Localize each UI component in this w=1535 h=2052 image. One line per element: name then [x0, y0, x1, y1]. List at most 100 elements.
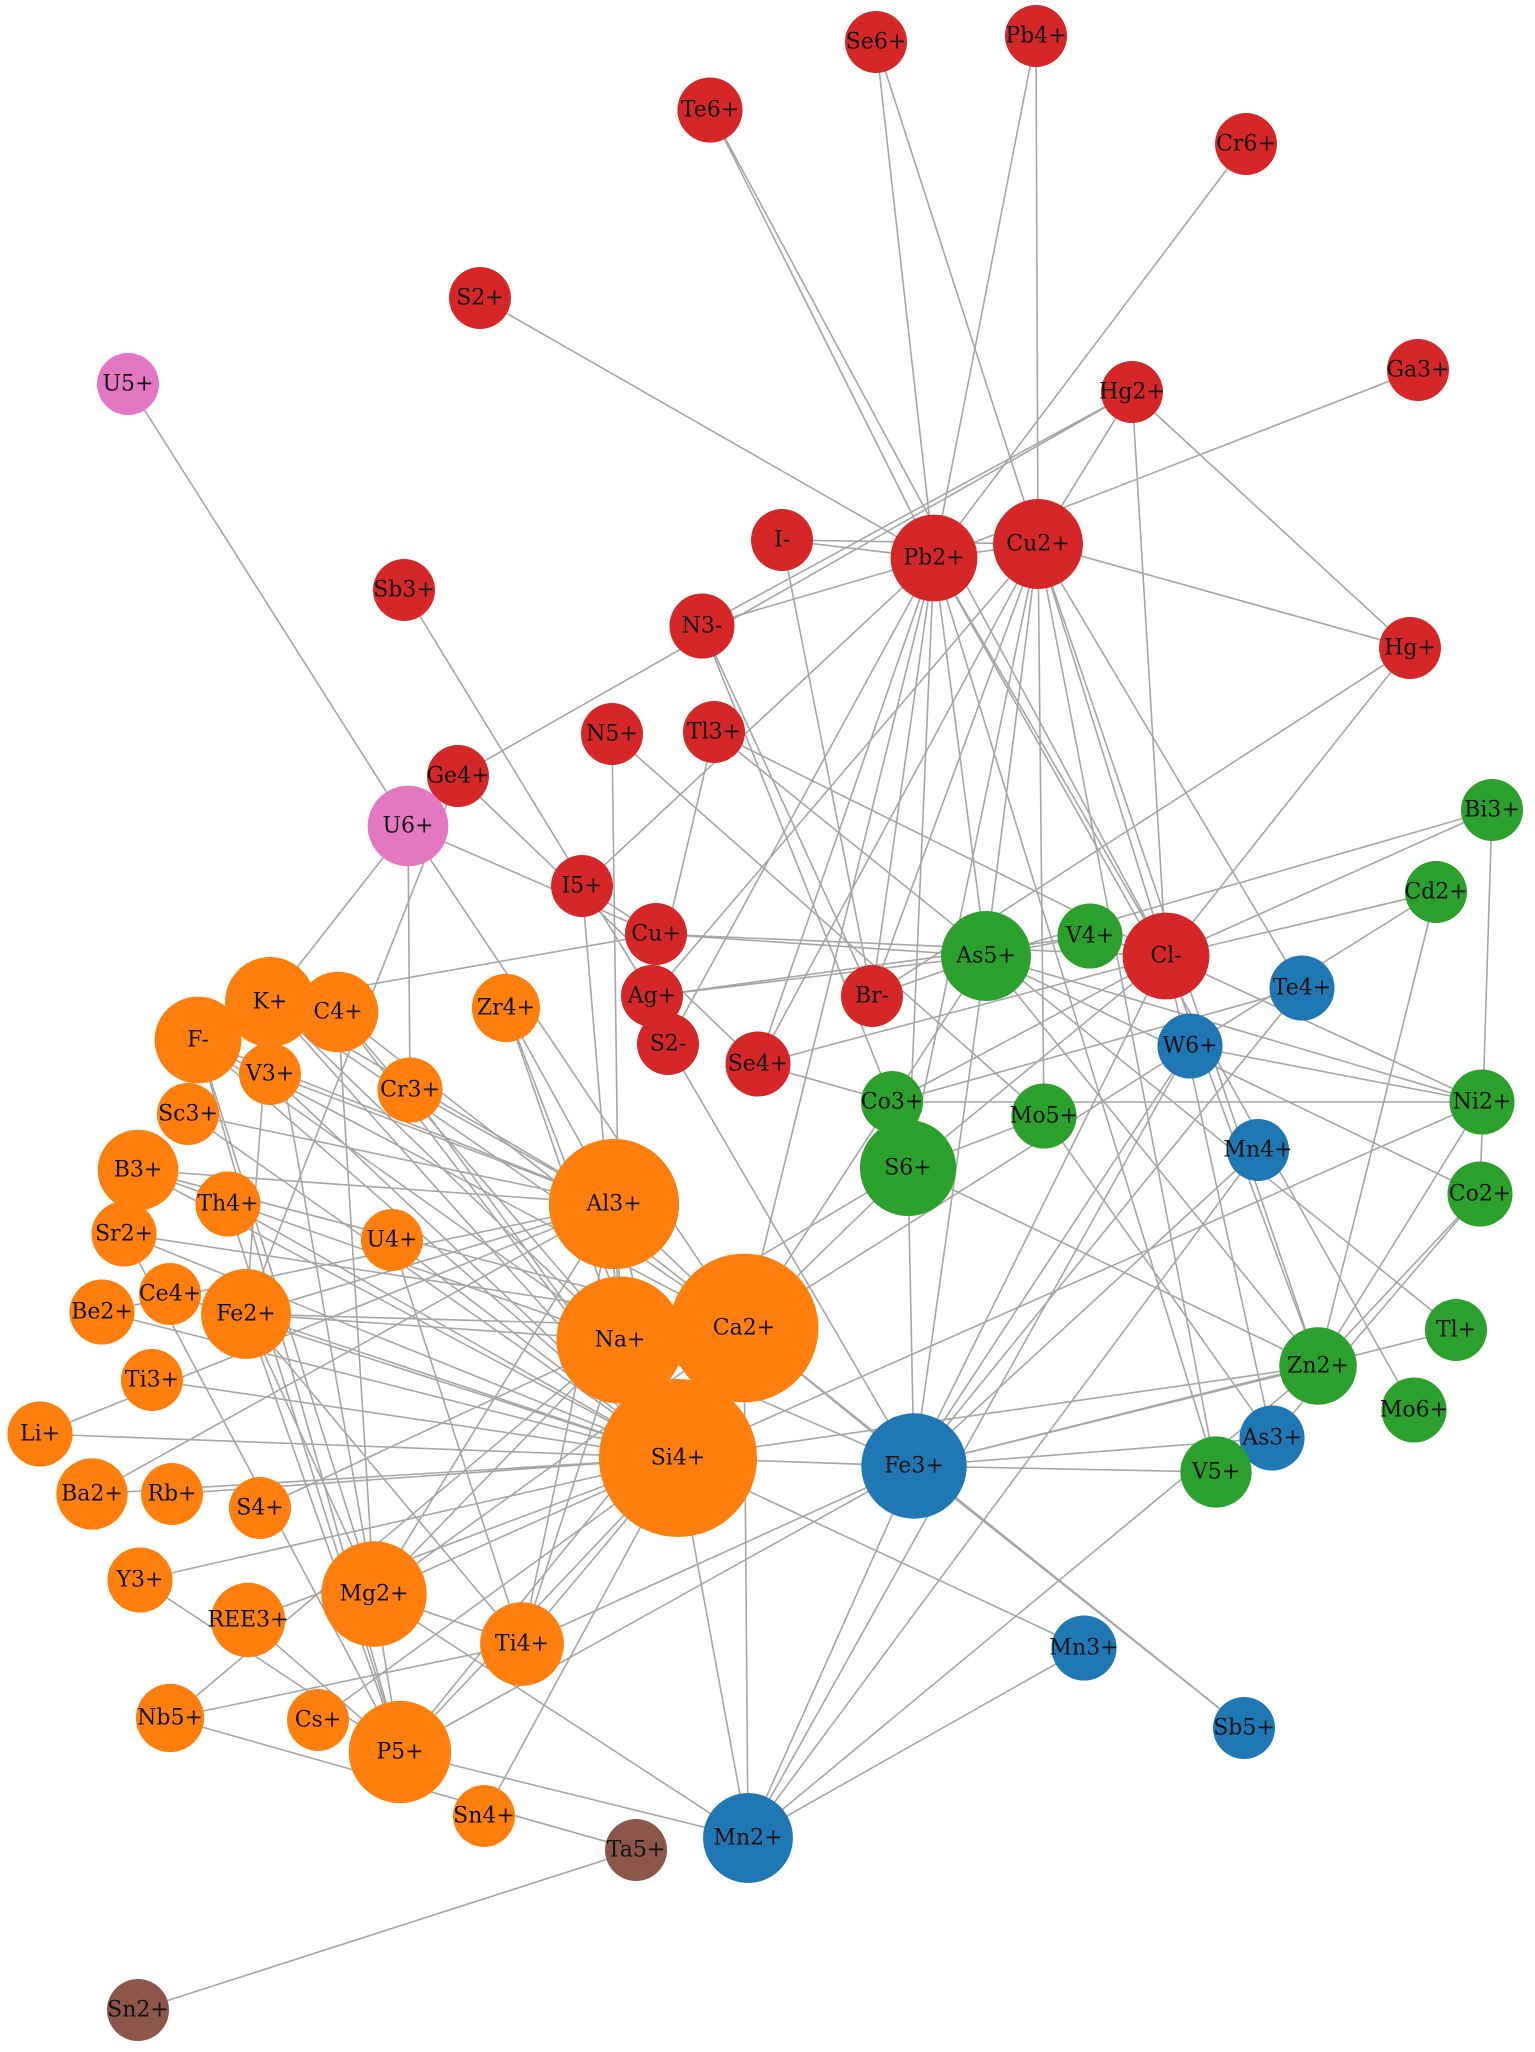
node-circle — [377, 1057, 443, 1123]
edge-fe3plus-mn2plus — [747, 1465, 915, 1839]
node-fe3plus: Fe3+ — [861, 1413, 967, 1519]
node-ga3plus: Ga3+ — [1386, 339, 1450, 401]
node-cd2plus: Cd2+ — [1404, 861, 1468, 923]
node-label: W6+ — [1162, 1034, 1217, 1059]
node-label: Ga3+ — [1386, 358, 1449, 383]
edge-ti3plus-si4plus — [151, 1379, 679, 1459]
edge-sr2plus-si4plus — [123, 1233, 679, 1459]
node-circle — [1447, 1161, 1513, 1227]
edge-u6plus-cuplus — [407, 825, 657, 935]
node-label: Ti4+ — [495, 1632, 549, 1657]
edge-zn2plus-fe3plus — [913, 1365, 1319, 1467]
node-label: Te4+ — [1273, 976, 1331, 1001]
node-u4plus: U4+ — [361, 1209, 423, 1271]
node-label: I5+ — [561, 874, 602, 899]
node-mn3plus: Mn3+ — [1049, 1615, 1119, 1681]
node-label: Ag+ — [627, 984, 676, 1009]
node-circle — [1425, 1299, 1487, 1361]
node-circle — [605, 1819, 667, 1881]
node-brminus: Br- — [841, 965, 903, 1027]
node-circle — [598, 1378, 758, 1538]
node-al3plus: Al3+ — [548, 1138, 680, 1270]
node-cr6plus: Cr6+ — [1215, 113, 1277, 175]
node-label: Nb5+ — [137, 1706, 203, 1731]
node-label: K+ — [253, 990, 288, 1015]
node-label: Sb5+ — [1213, 1716, 1275, 1741]
node-circle — [210, 1582, 286, 1658]
node-label: Sb3+ — [373, 578, 435, 603]
node-iminus: I- — [751, 509, 813, 571]
node-label: Fe2+ — [216, 1302, 276, 1327]
node-v3plus: V3+ — [239, 1043, 301, 1105]
node-label: Ti3+ — [125, 1368, 179, 1393]
node-se6plus: Se6+ — [845, 11, 907, 73]
edge-mn2plus-mg2plus — [373, 1593, 749, 1839]
node-circle — [107, 1547, 173, 1613]
node-label: U6+ — [383, 814, 434, 839]
edge-cu2plus-v5plus — [1037, 543, 1217, 1473]
edge-hg2plus-n3minus — [701, 391, 1133, 627]
node-circle — [845, 11, 907, 73]
node-th4plus: Th4+ — [195, 1171, 261, 1237]
node-circle — [556, 1276, 684, 1404]
node-naplus: Na+ — [556, 1276, 684, 1404]
node-circle — [861, 1413, 967, 1519]
edge-hg2plus-hgplus — [1131, 391, 1411, 649]
node-label: Cr6+ — [1216, 132, 1276, 157]
node-cr3plus: Cr3+ — [377, 1057, 443, 1123]
edge-as5plus-fe3plus — [913, 955, 987, 1467]
node-n3minus: N3- — [669, 593, 735, 659]
edge-te4plus-co3plus — [891, 987, 1303, 1103]
node-label: Bi3+ — [1464, 798, 1520, 823]
node-circle — [625, 903, 687, 965]
edge-w6plus-fe3plus — [913, 1045, 1191, 1467]
node-sn4plus: Sn4+ — [453, 1785, 515, 1847]
edge-s2plus-pb2plus — [479, 297, 935, 559]
edge-te6plus-pb2plus — [709, 109, 935, 559]
edge-clminus-co3plus — [891, 955, 1167, 1103]
node-label: Mn2+ — [713, 1826, 782, 1851]
edge-te4plus-fe3plus — [913, 987, 1303, 1467]
node-c4plus: C4+ — [297, 971, 379, 1053]
node-label: Mo6+ — [1380, 1398, 1448, 1423]
node-circle — [91, 1201, 157, 1267]
edge-u6plus-cr3plus — [407, 825, 411, 1091]
node-label: Cu2+ — [1006, 532, 1069, 557]
node-circle — [1387, 339, 1449, 401]
node-circle — [135, 1683, 205, 1753]
edge-sc3plus-si4plus — [187, 1113, 679, 1459]
edge-pb2plus-s2minus — [667, 557, 935, 1045]
node-te6plus: Te6+ — [677, 77, 743, 143]
edge-zn2plus-si4plus — [677, 1365, 1319, 1459]
node-ca2plus: Ca2+ — [669, 1253, 819, 1403]
node-mn4plus: Mn4+ — [1223, 1119, 1293, 1181]
node-s2plus: S2+ — [449, 267, 511, 329]
node-label: Ni2+ — [1453, 1090, 1512, 1115]
node-circle — [725, 1031, 791, 1097]
node-circle — [1011, 1083, 1077, 1149]
node-circle — [195, 1171, 261, 1237]
node-label: Al3+ — [585, 1192, 641, 1217]
node-label: Mg2+ — [339, 1582, 408, 1607]
node-ni2plus: Ni2+ — [1449, 1069, 1515, 1135]
node-u5plus: U5+ — [97, 353, 159, 415]
node-zn2plus: Zn2+ — [1279, 1327, 1357, 1405]
node-zr4plus: Zr4+ — [471, 973, 541, 1043]
node-circle — [859, 1119, 957, 1217]
edge-pb4plus-pb2plus — [933, 35, 1037, 559]
node-circle — [1279, 1327, 1357, 1405]
node-circle — [669, 593, 735, 659]
node-label: Ca2+ — [713, 1316, 775, 1341]
node-sb3plus: Sb3+ — [373, 559, 435, 621]
node-fminus: F- — [154, 996, 242, 1084]
node-n5plus: N5+ — [581, 703, 643, 765]
node-label: Fe3+ — [884, 1454, 944, 1479]
node-circle — [1461, 779, 1523, 841]
node-circle — [1101, 361, 1163, 423]
edge-cr6plus-pb2plus — [933, 143, 1247, 559]
node-circle — [621, 965, 683, 1027]
node-circle — [287, 1689, 349, 1751]
edge-cu2plus-s6plus — [907, 543, 1039, 1169]
edge-pb4plus-cu2plus — [1035, 35, 1039, 545]
node-circle — [1051, 1615, 1117, 1681]
